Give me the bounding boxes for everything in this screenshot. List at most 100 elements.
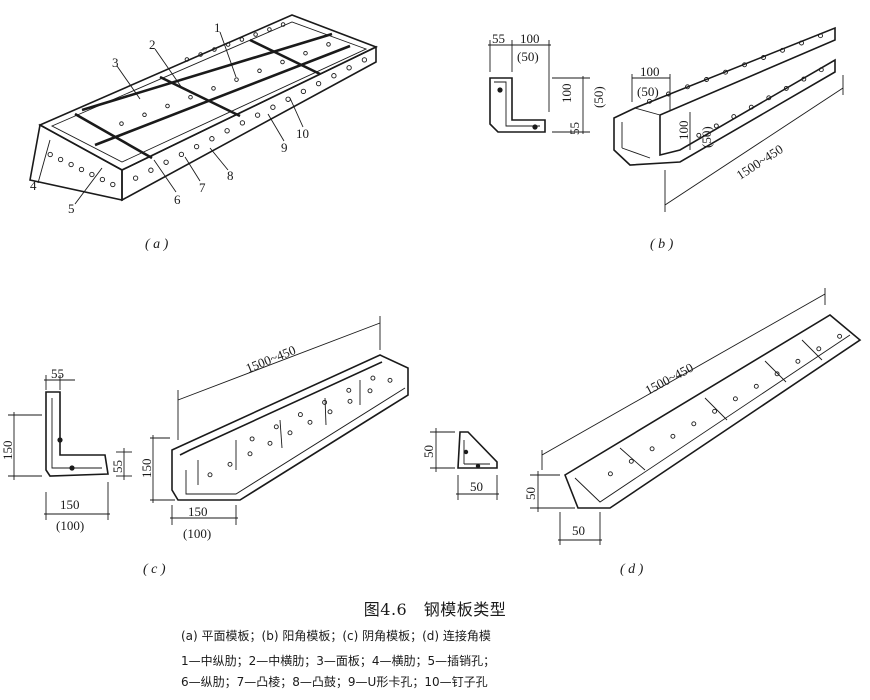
c-dim-55: 55 [51, 366, 64, 381]
hole [193, 143, 200, 150]
panel-b-outside-corner: 55 100 (50) 100 (50) 55 100 (50) 100 (50… [488, 26, 844, 252]
hole [184, 57, 190, 62]
hole [628, 458, 634, 464]
longitudinal-rib [81, 32, 333, 112]
hole [731, 114, 737, 120]
callout-10: 10 [296, 126, 309, 141]
hole [331, 73, 337, 79]
b-dim-100: 100 [520, 31, 540, 46]
panel-c-label: ( c ) [143, 562, 166, 577]
b-iso-dim-100: 100 [640, 64, 660, 79]
callout-4: 4 [30, 178, 37, 193]
hole [110, 181, 116, 188]
panel-a-holes [47, 22, 368, 188]
hole [347, 398, 353, 404]
hole [732, 396, 738, 402]
hole [691, 421, 697, 427]
hole [322, 399, 328, 405]
hole [315, 80, 322, 87]
hole [346, 387, 352, 393]
callout-8: 8 [227, 168, 234, 183]
c-iso-dim-150: 150 [188, 504, 208, 519]
b-dim-v55: 55 [567, 122, 582, 135]
hole [748, 104, 754, 110]
b-iso-dim-v50p: (50) [699, 126, 714, 148]
panel-a-flat-formwork: 1 2 3 4 5 6 7 8 9 10 ( a ) [29, 14, 379, 252]
d-dim-v50: 50 [421, 445, 436, 458]
hole [267, 440, 273, 446]
b-dim-50p: (50) [517, 49, 539, 64]
hole [766, 95, 772, 101]
hole [257, 68, 262, 74]
hole [799, 40, 804, 46]
hole [742, 62, 747, 68]
c-iso-dim-100p: (100) [183, 526, 211, 541]
hole [327, 409, 333, 415]
hole [795, 358, 801, 364]
d-iso-body [564, 314, 862, 509]
hole [165, 103, 170, 109]
hole [704, 77, 709, 82]
hole [188, 94, 193, 100]
callout-9: 9 [281, 140, 288, 155]
hole [361, 57, 368, 63]
c-dim-150: 150 [60, 497, 80, 512]
c-dim-length: 1500~450 [244, 342, 298, 376]
hole [89, 171, 95, 178]
hole [696, 132, 702, 138]
hole [212, 47, 217, 52]
hole [285, 96, 291, 102]
hole [148, 167, 154, 173]
hole [303, 50, 308, 56]
hole [712, 408, 718, 414]
hole [387, 377, 393, 383]
b-dim-v100: 100 [559, 84, 574, 104]
hole [647, 98, 652, 104]
panel-c-holes [207, 375, 393, 478]
callout-7: 7 [199, 180, 206, 195]
d-dim-h50: 50 [470, 479, 483, 494]
callout-5: 5 [68, 201, 75, 216]
hole [142, 112, 147, 118]
b-iso-dim-v100: 100 [676, 121, 691, 141]
panel-b-label: ( b ) [650, 237, 674, 252]
hole [670, 433, 676, 439]
hole [649, 446, 655, 452]
figure-parts-legend-1: 1—中纵肋；2—中横肋；3—面板；4—横肋；5—插销孔； [181, 654, 496, 668]
b-dim-v50p: (50) [591, 86, 606, 108]
hole [666, 91, 671, 97]
callout-2: 2 [149, 37, 156, 52]
panel-d-holes [607, 333, 843, 477]
hole [253, 32, 258, 37]
hole [723, 69, 728, 75]
hole [607, 471, 613, 477]
hole [239, 37, 245, 42]
callout-6: 6 [174, 192, 181, 207]
hole [816, 346, 822, 352]
hole [326, 42, 331, 47]
c-iso-body [171, 354, 409, 501]
figure-types-legend: (a) 平面模板；(b) 阳角模板；(c) 阴角模板；(d) 连接角模 [181, 629, 491, 643]
panel-a-label: ( a ) [145, 237, 169, 252]
hole [307, 419, 313, 425]
hole [267, 27, 272, 32]
hole [68, 161, 74, 168]
hole [753, 383, 759, 389]
panel-b-holes [647, 33, 824, 138]
hole [178, 151, 185, 158]
figure-parts-legend-2: 6—纵肋；7—凸棱；8—凸鼓；9—U形卡孔；10—钉子孔 [181, 675, 488, 689]
hole [300, 88, 307, 95]
hole [163, 159, 169, 165]
b-iso-body [613, 26, 836, 166]
hole [224, 128, 230, 134]
hole [249, 436, 255, 442]
hole [370, 375, 376, 381]
hole [227, 461, 233, 467]
hole [99, 176, 106, 183]
panel-d-connecting-corner: 50 50 1500~450 50 50 ( d ) [421, 288, 862, 577]
hole [47, 151, 53, 158]
hole [780, 47, 785, 53]
hole [247, 451, 253, 457]
b-section-profile [489, 77, 546, 133]
